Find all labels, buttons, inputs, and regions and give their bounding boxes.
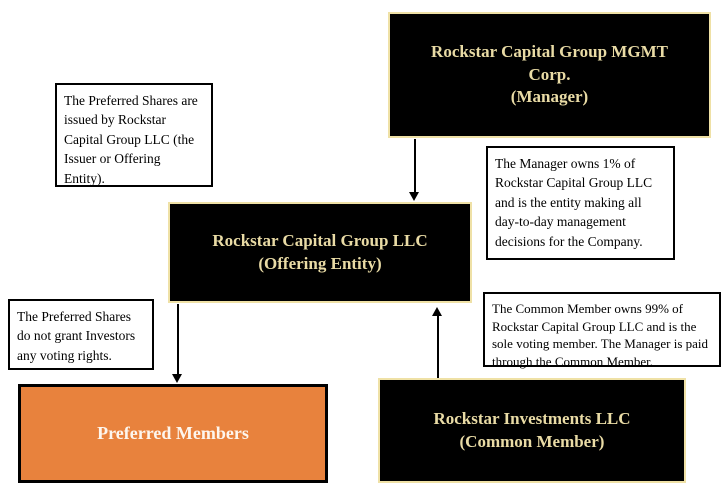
- arrowhead-down-icon: [172, 374, 182, 383]
- connector-common-to-offering: [432, 307, 443, 378]
- entity-common-member-box: Rockstar Investments LLC (Common Member): [378, 378, 686, 483]
- connector-offering-to-preferred: [172, 304, 183, 383]
- entity-title-line: Rockstar Capital Group LLC: [212, 231, 428, 251]
- note-manager-ownership: The Manager owns 1% of Rockstar Capital …: [486, 146, 675, 260]
- entity-manager-label: Rockstar Capital Group MGMT Corp. (Manag…: [431, 41, 668, 108]
- entity-title-line: Preferred Members: [97, 423, 249, 443]
- connector-line: [176, 304, 179, 375]
- entity-common-member-label: Rockstar Investments LLC (Common Member): [433, 408, 630, 453]
- connector-line: [413, 139, 416, 193]
- entity-title-line: Rockstar Investments LLC: [433, 409, 631, 429]
- entity-role-line: (Manager): [510, 87, 589, 107]
- entity-preferred-members-box: Preferred Members: [18, 384, 328, 483]
- entity-manager-box: Rockstar Capital Group MGMT Corp. (Manag…: [388, 12, 711, 138]
- note-common-ownership: The Common Member owns 99% of Rockstar C…: [483, 292, 721, 369]
- note-no-voting-rights: The Preferred Shares do not grant Invest…: [8, 299, 154, 370]
- note-preferred-issuer: The Preferred Shares are issued by Rocks…: [55, 83, 213, 187]
- entity-title-line: Corp.: [528, 64, 571, 84]
- connector-manager-to-offering: [409, 139, 420, 201]
- arrowhead-up-icon: [432, 307, 442, 316]
- entity-title-line: Rockstar Capital Group MGMT: [431, 42, 668, 62]
- arrowhead-down-icon: [409, 192, 419, 201]
- connector-line: [436, 315, 439, 378]
- entity-offering-label: Rockstar Capital Group LLC (Offering Ent…: [212, 230, 427, 275]
- entity-offering-box: Rockstar Capital Group LLC (Offering Ent…: [168, 202, 472, 303]
- entity-role-line: (Common Member): [459, 431, 605, 451]
- entity-role-line: (Offering Entity): [258, 253, 382, 273]
